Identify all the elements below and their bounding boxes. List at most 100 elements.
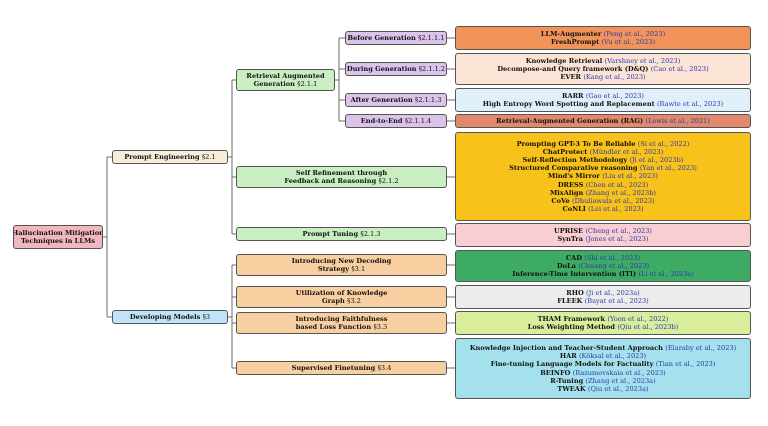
method-citation: (Li et al., 2023a) xyxy=(638,270,694,279)
method-name: MixAlign xyxy=(549,188,584,197)
method-citation: (Köksal et al., 2023) xyxy=(578,352,647,361)
method-name: EVER xyxy=(560,73,582,82)
leaf-box-supervised-finetuning: Knowledge Injection and Teacher-Student … xyxy=(455,338,751,399)
leaf-method-entry: ChatProtect (Mündler et al., 2023) xyxy=(543,148,663,156)
method-citation: (Lewis et al., 2021) xyxy=(645,116,710,125)
section-number: §2.1.2 xyxy=(378,177,399,185)
node-prompt-tuning: Prompt Tuning §2.1.3 xyxy=(236,227,447,241)
root-title-line1: Hallucination Mitigation xyxy=(13,228,103,237)
method-citation: (Kang et al., 2023) xyxy=(583,73,646,82)
method-name: DoLa xyxy=(556,261,576,270)
section-number: §3.4 xyxy=(377,363,392,372)
node-retrieval-augmented-generation: Retrieval Augmented Generation §2.1.1 xyxy=(236,69,335,91)
node-label-line2: Generation xyxy=(253,80,295,88)
leaf-method-entry: CoVe (Dhuliawala et al., 2023) xyxy=(551,197,654,205)
node-label-line1: Self Refinement through xyxy=(295,168,388,177)
leaf-box-faithfulness-loss: THAM Framework (Yoon et al., 2022)Loss W… xyxy=(455,311,751,335)
method-citation: (Lei et al., 2023) xyxy=(588,204,644,213)
method-citation: (Zhang et al., 2023a) xyxy=(585,376,656,385)
section-number: §3.1 xyxy=(351,265,366,273)
node-faithfulness-loss: Introducing Faithfulness based Loss Func… xyxy=(236,312,447,334)
branch-label: Prompt Engineering xyxy=(124,152,200,161)
leaf-method-entry: Knowledge Retrieval (Varshney et al., 20… xyxy=(526,57,681,65)
root-node: Hallucination Mitigation Techniques in L… xyxy=(13,225,103,249)
method-citation: (Cheng et al., 2023) xyxy=(585,226,653,235)
node-label-line1: Utilization of Knowledge xyxy=(295,288,388,297)
method-citation: (Chuang et al., 2023) xyxy=(578,261,650,270)
node-label: After Generation xyxy=(350,95,413,104)
leaf-box-after-generation: RARR (Gao et al., 2023)High Entropy Word… xyxy=(455,88,751,112)
method-name: Knowledge Injection and Teacher-Student … xyxy=(469,344,663,353)
method-citation: (Shi et al., 2023) xyxy=(584,253,641,262)
section-number: §2.1 xyxy=(201,152,216,161)
method-citation: (Vu et al., 2023) xyxy=(601,38,656,46)
branch-label: Developing Models xyxy=(129,312,201,321)
method-name: Inference-Time Intervention (ITI) xyxy=(512,270,637,279)
method-citation: (Si et al., 2022) xyxy=(637,140,690,149)
leaf-method-entry: BEINFO (Razumovskaia et al., 2023) xyxy=(540,369,666,377)
leaf-method-entry: Inference-Time Intervention (ITI) (Li et… xyxy=(512,270,694,278)
method-citation: (Bayat et al., 2023) xyxy=(584,297,649,305)
leaf-method-entry: High Entropy Word Spotting and Replaceme… xyxy=(483,100,723,108)
leaf-box-before-generation: LLM-Augmenter (Peng et al., 2023)FreshPr… xyxy=(455,26,751,50)
method-name: BEINFO xyxy=(540,368,571,377)
method-citation: (Chen et al., 2023) xyxy=(585,180,649,189)
method-name: CAD xyxy=(565,253,582,262)
node-knowledge-graph: Utilization of Knowledge Graph §3.2 xyxy=(236,286,447,308)
method-name: FLEEK xyxy=(557,297,583,305)
method-name: Loss Weighting Method xyxy=(527,323,616,331)
method-name: UPRISE xyxy=(553,226,584,235)
leaf-method-entry: LLM-Augmenter (Peng et al., 2023) xyxy=(541,30,665,38)
leaf-method-entry: THAM Framework (Yoon et al., 2022) xyxy=(538,315,669,323)
method-citation: (Qiu et al., 2023b) xyxy=(617,323,679,331)
node-label: Before Generation xyxy=(347,33,416,42)
leaf-method-entry: Knowledge Injection and Teacher-Student … xyxy=(470,344,736,352)
leaf-method-entry: CoNLI (Lei et al., 2023) xyxy=(562,205,643,213)
leaf-method-entry: FreshPrompt (Vu et al., 2023) xyxy=(551,38,655,46)
method-citation: (Varshney et al., 2023) xyxy=(604,56,681,65)
method-citation: (Cao et al., 2023) xyxy=(650,64,709,73)
method-citation: (Tian et al., 2023) xyxy=(655,360,716,369)
section-number: §3.3 xyxy=(373,323,388,331)
method-name: FreshPrompt xyxy=(550,38,600,46)
node-after-generation: After Generation §2.1.1.3 xyxy=(345,93,447,107)
leaf-method-entry: UPRISE (Cheng et al., 2023) xyxy=(554,227,652,235)
leaf-method-entry: CAD (Shi et al., 2023) xyxy=(566,254,640,262)
method-citation: (Zhang et al., 2023b) xyxy=(585,188,656,197)
method-name: R-Tuning xyxy=(550,376,584,385)
branch-prompt-engineering: Prompt Engineering §2.1 xyxy=(112,150,228,164)
leaf-method-entry: DoLa (Chuang et al., 2023) xyxy=(557,262,649,270)
method-name: High Entropy Word Spotting and Replaceme… xyxy=(482,100,655,108)
method-name: Retrieval-Augmented Generation (RAG) xyxy=(496,116,644,125)
leaf-method-entry: HAR (Köksal et al., 2023) xyxy=(560,352,646,360)
node-label-line1: Retrieval Augmented xyxy=(246,71,325,80)
leaf-box-knowledge-graph: RHO (Ji et al., 2023a)FLEEK (Bayat et al… xyxy=(455,285,751,309)
method-citation: (Dhuliawala et al., 2023) xyxy=(572,196,655,205)
leaf-method-entry: RARR (Gao et al., 2023) xyxy=(562,92,644,100)
method-citation: (Ji et al., 2023a) xyxy=(586,288,640,297)
method-citation: (Razumovskaia et al., 2023) xyxy=(572,368,666,377)
node-label: Supervised Finetuning xyxy=(291,363,376,372)
section-number: §2.1.1.2 xyxy=(418,64,446,73)
method-citation: (Rawte et al., 2023) xyxy=(656,100,724,108)
leaf-method-entry: RHO (Ji et al., 2023a) xyxy=(566,289,639,297)
branch-developing-models: Developing Models §3 xyxy=(112,310,228,324)
method-citation: (Ji et al., 2023b) xyxy=(629,156,684,165)
leaf-method-entry: Structured Comparative reasoning (Yan et… xyxy=(509,164,697,172)
method-citation: (Mündler et al., 2023) xyxy=(589,148,664,157)
leaf-method-entry: DRESS (Chen et al., 2023) xyxy=(558,181,648,189)
node-during-generation: During Generation §2.1.1.2 xyxy=(345,62,447,76)
leaf-box-self-refinement: Prompting GPT-3 To Be Reliable (Si et al… xyxy=(455,132,751,221)
method-citation: (Gao et al., 2023) xyxy=(585,91,645,100)
node-label-line1: Introducing Faithfulness xyxy=(295,314,388,323)
leaf-box-during-generation: Knowledge Retrieval (Varshney et al., 20… xyxy=(455,53,751,85)
method-name: Fine-tuning Language Models for Factuali… xyxy=(490,360,654,369)
node-new-decoding-strategy: Introducing New Decoding Strategy §3.1 xyxy=(236,254,447,276)
method-citation: (Jones et al., 2023) xyxy=(585,235,649,243)
node-label-line1: Introducing New Decoding xyxy=(291,256,392,265)
method-citation: (Elaraby et al., 2023) xyxy=(665,344,737,353)
method-citation: (Peng et al., 2023) xyxy=(603,29,666,38)
leaf-method-entry: MixAlign (Zhang et al., 2023b) xyxy=(550,189,656,197)
